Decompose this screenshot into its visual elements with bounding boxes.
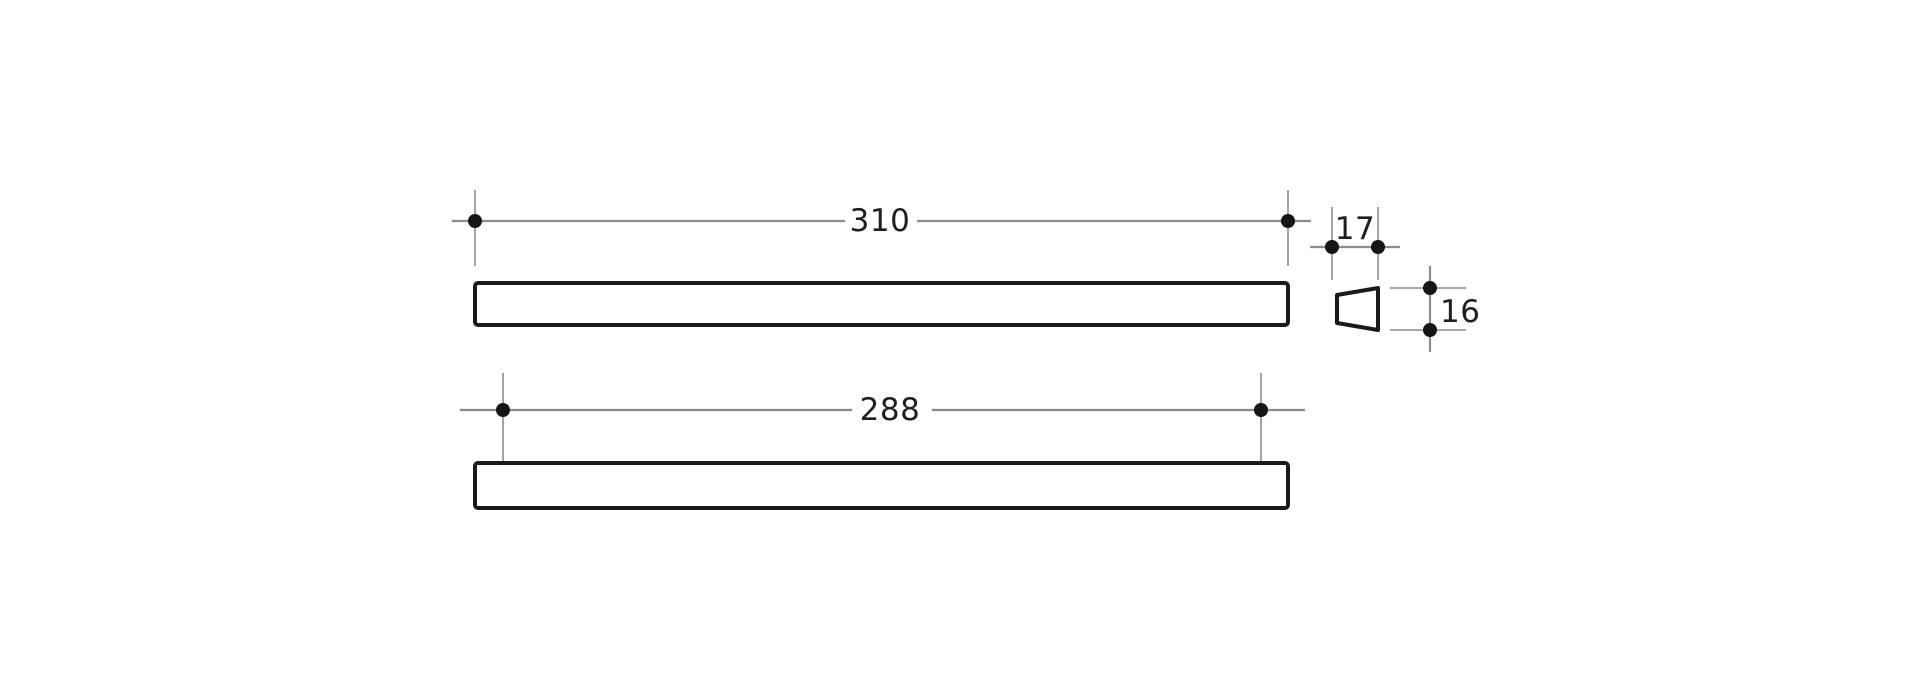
dimension-dot-17-right xyxy=(1371,240,1385,254)
trapezoid-profile-outline xyxy=(1335,286,1380,332)
dimension-dot-288-right xyxy=(1254,403,1268,417)
dimension-label-310: 310 xyxy=(850,203,911,239)
dimension-label-16: 16 xyxy=(1440,294,1480,330)
dimension-17: 17 xyxy=(1310,207,1400,280)
dimension-310: 310 xyxy=(452,190,1311,266)
dimension-16: 16 xyxy=(1390,266,1480,352)
dimension-dot-16-bottom xyxy=(1423,323,1437,337)
dimension-288: 288 xyxy=(460,373,1305,490)
dimension-dot-310-right xyxy=(1281,214,1295,228)
dimension-label-288: 288 xyxy=(860,392,921,428)
dimension-dot-16-top xyxy=(1423,281,1437,295)
dimension-label-17: 17 xyxy=(1335,211,1375,247)
bottom-bar-shape xyxy=(473,461,1290,510)
top-bar-shape xyxy=(473,281,1290,327)
top-bar-outline xyxy=(473,281,1290,327)
dimension-dot-17-left xyxy=(1325,240,1339,254)
dimension-dot-310-left xyxy=(468,214,482,228)
bottom-bar-outline xyxy=(473,461,1290,510)
dimension-dot-288-left xyxy=(496,403,510,417)
cross-section-shape xyxy=(1335,286,1380,332)
